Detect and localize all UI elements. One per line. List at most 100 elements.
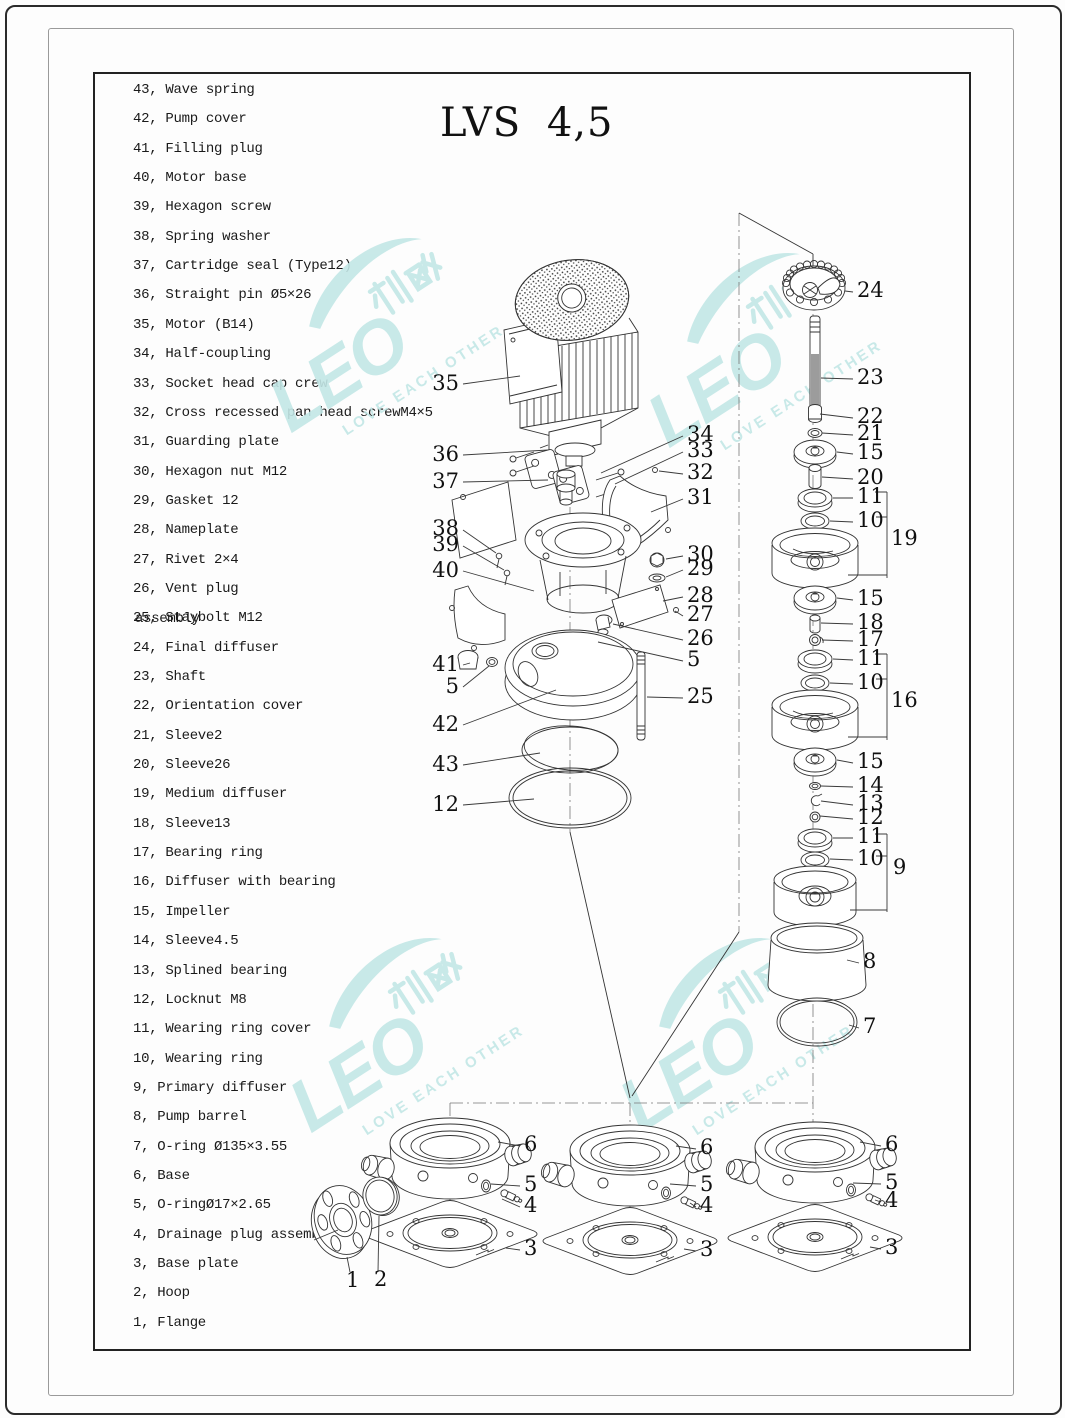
leader-line: [462, 798, 535, 806]
callout-label: 42: [432, 712, 459, 736]
callout-label: 30: [687, 542, 714, 566]
parts-list-item: 18, Sleeve13: [133, 815, 231, 832]
callout-label: 6: [524, 1132, 537, 1156]
leader-line: [669, 1183, 697, 1187]
leader-line: [819, 413, 854, 419]
callout-label: 38: [432, 516, 459, 540]
callout-label: 1: [346, 1268, 359, 1292]
cartridge-seal-drawing: [556, 469, 576, 506]
stack-column-drawing: [767, 259, 888, 1047]
leader-line: [821, 639, 854, 642]
final-diffuser-drawing: [781, 259, 847, 311]
parts-list-item: 39, Hexagon screw: [133, 199, 271, 216]
callout-label: 26: [687, 626, 714, 650]
leader-line: [869, 1246, 882, 1250]
callout-label: 21: [857, 421, 884, 445]
fan-cover: [514, 259, 630, 341]
leader-line: [462, 752, 541, 766]
leader-line: [462, 449, 549, 456]
parts-list-item: 10, Wearing ring: [133, 1050, 263, 1067]
callout-label: 27: [687, 602, 714, 626]
leader-line: [836, 759, 854, 764]
callout-label: 6: [885, 1132, 898, 1156]
callout-label: 39: [432, 532, 459, 556]
hoop-drawing: [362, 1176, 400, 1216]
parts-list-item: 41, Filling plug: [133, 140, 263, 157]
leader-line: [614, 451, 684, 485]
parts-list-item: 43, Wave spring: [133, 82, 255, 98]
callout-label: 3: [700, 1237, 713, 1261]
callout-label: 3: [524, 1236, 537, 1260]
leader-line: [490, 1183, 521, 1187]
leader-line: [829, 858, 854, 861]
callout-label: 25: [687, 684, 714, 708]
leader-line: [844, 290, 854, 293]
leader-line: [820, 785, 854, 788]
parts-list-item: 34, Half-coupling: [133, 346, 271, 363]
callout-label: 28: [687, 583, 714, 607]
parts-list-item: 26, Vent plug: [133, 580, 239, 597]
callout-label: 43: [432, 752, 459, 776]
parts-list-item: 37, Cartridge seal (Type12): [133, 258, 352, 275]
wearing-ring-drawing: [800, 674, 830, 692]
leader-line: [462, 689, 557, 726]
callout-label: 33: [687, 438, 714, 462]
callout-label: 37: [432, 469, 459, 493]
parts-list-item: 6, Base: [133, 1167, 190, 1184]
leader-line: [650, 498, 684, 513]
callout-label: 32: [687, 460, 714, 484]
callout-label: 5: [446, 674, 459, 698]
callout-label: 15: [857, 586, 884, 610]
medium-diffuser-drawing: [771, 527, 859, 589]
bearing-ring-drawing: [809, 634, 824, 646]
parts-list-item: 15, Impeller: [133, 903, 231, 920]
leader-line: [462, 375, 521, 385]
callout-label: 5: [700, 1172, 713, 1196]
drainage-leader-line: [313, 1229, 339, 1241]
parts-list-item: 35, Motor (B14): [133, 316, 255, 333]
parts-list-item: 29, Gasket 12: [133, 492, 239, 509]
barrel-o-ring-drawing: [776, 997, 858, 1047]
sleeve45-drawing: [809, 782, 821, 790]
callout-label: 17: [857, 627, 884, 651]
impeller-drawing: [793, 585, 837, 615]
leader-line: [612, 623, 684, 641]
leader-line: [462, 665, 490, 688]
callout-label: 5: [885, 1170, 898, 1194]
shaft-drawing: [809, 315, 821, 418]
leader-line: [852, 1182, 882, 1185]
callout-label: 14: [857, 773, 884, 797]
leader-line: [859, 1141, 882, 1147]
leader-line: [462, 570, 535, 592]
callout-label: 12: [432, 792, 459, 816]
callout-layer: 3536373839404154243123433323130292827265…: [346, 278, 918, 1292]
callout-label: 5: [687, 647, 700, 671]
parts-list-item: 24, Final diffuser: [133, 639, 279, 656]
callout-label: 4: [885, 1188, 898, 1212]
parts-list-item: 11, Wearing ring cover: [133, 1021, 312, 1038]
callout-label: 36: [432, 442, 459, 466]
sleeve13-drawing: [809, 614, 821, 634]
base-assembly: [723, 1121, 903, 1272]
parts-list-item: 23, Shaft: [133, 669, 206, 685]
parts-list-item: 9, Primary diffuser: [133, 1079, 287, 1096]
leader-line: [662, 596, 684, 602]
parts-list-item: 14, Sleeve4.5: [133, 933, 239, 950]
parts-list-item: 13, Splined bearing: [133, 962, 287, 979]
callout-label: 11: [857, 824, 884, 848]
base-assembly: [538, 1124, 718, 1275]
leader-line: [829, 520, 854, 523]
leader-line: [874, 1199, 882, 1203]
callout-label: 2: [374, 1267, 387, 1291]
leader-line: [346, 1256, 351, 1273]
leader-line: [462, 545, 505, 571]
parts-list-item: 2, Hoop: [133, 1285, 190, 1302]
motor-drawing: [503, 259, 639, 467]
leader-line: [505, 1247, 521, 1251]
callout-label: 31: [687, 485, 714, 509]
parts-list-item: 27, Rivet 2×4: [133, 551, 239, 568]
parts-list-item: 5, O-ringØ17×2.65: [133, 1197, 271, 1214]
leader-line: [377, 1215, 380, 1273]
